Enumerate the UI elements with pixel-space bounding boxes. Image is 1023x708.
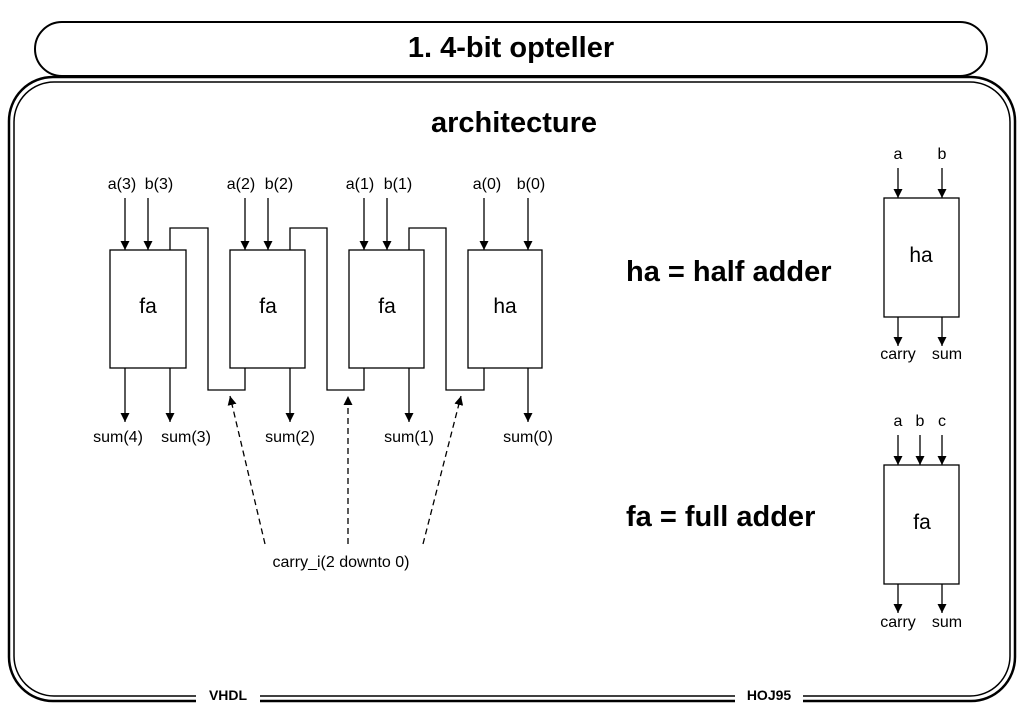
half-adder-definition: ha = half adder xyxy=(626,256,831,288)
legend-full-adder: fa = full adder fa a b c carry sum xyxy=(626,413,962,631)
half-adder-input-a: a xyxy=(894,146,903,163)
full-adder-input-b: b xyxy=(916,413,925,430)
full-adder-sum-label: sum xyxy=(932,614,962,631)
footer-left-label: VHDL xyxy=(209,687,248,703)
half-adder-input-b: b xyxy=(938,146,947,163)
adder-chain: fa a(3) b(3) sum(4) sum(3) fa a(2) b(2) … xyxy=(93,176,553,571)
output-sum0-label: sum(0) xyxy=(503,429,553,446)
output-sum4-label: sum(4) xyxy=(93,429,143,446)
adder-block-1: fa a(1) b(1) sum(1) xyxy=(346,176,434,446)
carry-signal-label: carry_i(2 downto 0) xyxy=(273,554,410,571)
carry-wire-1 xyxy=(289,227,365,391)
half-adder-block xyxy=(883,197,960,318)
footer-right-gap xyxy=(735,686,803,704)
title-bar: 1. 4-bit opteller xyxy=(34,21,988,77)
section-subtitle: architecture xyxy=(431,107,597,139)
input-a3-label: a(3) xyxy=(108,176,136,193)
footer-left-gap xyxy=(196,686,260,704)
block-1-label: fa xyxy=(378,295,396,318)
adder-block-2: fa a(2) b(2) sum(2) xyxy=(227,176,315,446)
output-sum2-label: sum(2) xyxy=(265,429,315,446)
carry-wire-2 xyxy=(169,227,246,391)
adder-block-0: ha a(0) b(0) sum(0) xyxy=(467,176,553,446)
full-adder-input-c: c xyxy=(938,413,946,430)
output-sum1-label: sum(1) xyxy=(384,429,434,446)
input-a0-label: a(0) xyxy=(473,176,501,193)
half-adder-sum-label: sum xyxy=(932,346,962,363)
full-adder-carry-label: carry xyxy=(880,614,916,631)
input-a1-label: a(1) xyxy=(346,176,374,193)
half-adder-block-label: ha xyxy=(909,244,933,267)
input-a2-label: a(2) xyxy=(227,176,255,193)
full-adder-block xyxy=(883,464,960,585)
carry-annotation-arrow-2 xyxy=(227,395,266,545)
half-adder-carry-label: carry xyxy=(880,346,916,363)
full-adder-block-label: fa xyxy=(913,511,931,534)
slide-title: 1. 4-bit opteller xyxy=(408,32,614,64)
carry-wire-0 xyxy=(408,227,485,391)
full-adder-definition: fa = full adder xyxy=(626,501,815,533)
input-b0-label: b(0) xyxy=(517,176,545,193)
legend-half-adder: ha = half adder ha a b carry sum xyxy=(626,146,962,363)
input-b1-label: b(1) xyxy=(384,176,412,193)
carry-annotation-arrow-0 xyxy=(422,395,464,545)
output-sum3-label: sum(3) xyxy=(161,429,211,446)
adder-block-3: fa a(3) b(3) sum(4) sum(3) xyxy=(93,176,211,446)
content-frame: VHDL HOJ95 xyxy=(7,75,1017,704)
full-adder-input-a: a xyxy=(894,413,903,430)
block-3-label: fa xyxy=(139,295,157,318)
input-b3-label: b(3) xyxy=(145,176,173,193)
footer-right-label: HOJ95 xyxy=(747,687,792,703)
block-2-label: fa xyxy=(259,295,277,318)
input-b2-label: b(2) xyxy=(265,176,293,193)
block-0-label: ha xyxy=(493,295,517,318)
